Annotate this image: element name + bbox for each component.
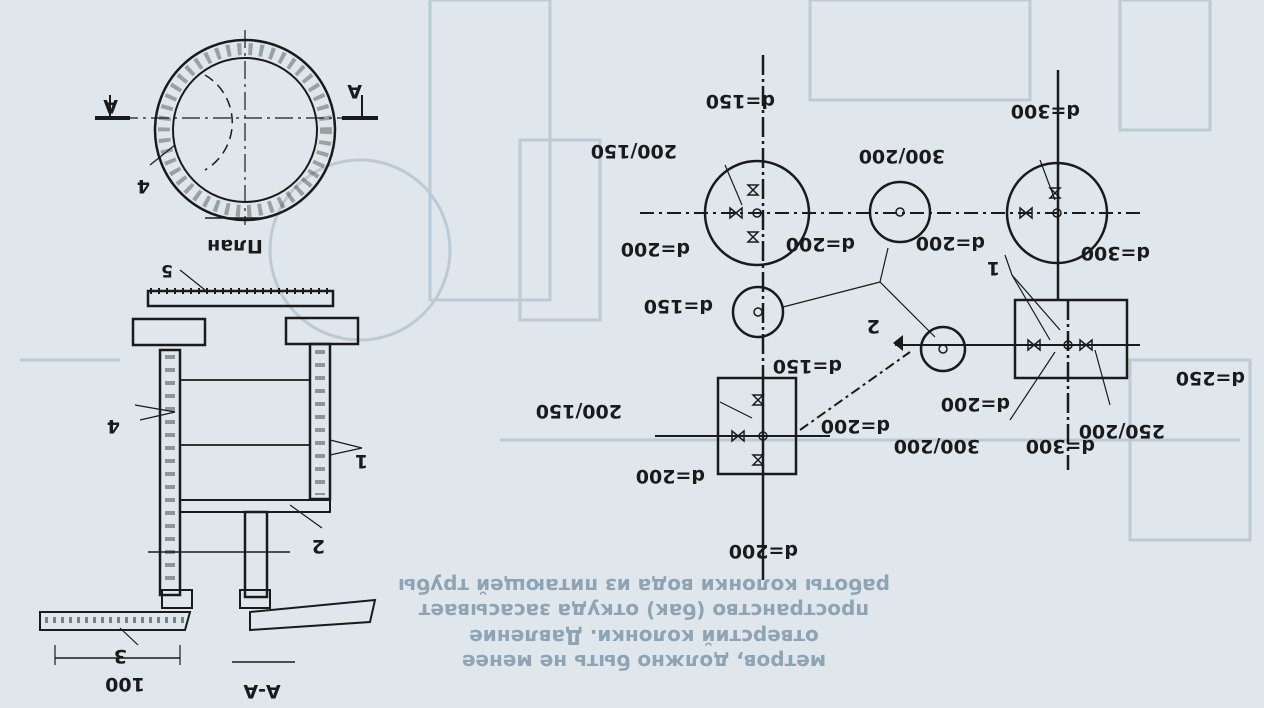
label-d250: d=250 <box>1176 367 1245 389</box>
footing-left <box>161 589 193 609</box>
label-d200-bottom: d=200 <box>729 540 798 562</box>
well-left-large <box>703 159 811 267</box>
label-250-200: 250/200 <box>1079 420 1165 442</box>
network-scheme: d=150 d=300 d=200 d=200 d=200 d=300 d=15… <box>536 55 1245 580</box>
callout-2-leader <box>289 504 323 529</box>
chamber-left <box>716 376 798 476</box>
riser-pipe <box>243 510 269 599</box>
section-callout-1: 1 <box>355 450 368 472</box>
label-300-200-bottom: 300/200 <box>894 435 980 457</box>
plan-view: А А 4 План <box>95 30 378 257</box>
background-text-line-1: метров, должно быть не менее <box>462 650 826 674</box>
bottom-slab <box>179 499 331 513</box>
background-text-line-3: пространство (бак) откуда засасывает <box>418 599 869 623</box>
label-d200-stacked: d=200 <box>941 393 1010 415</box>
callout-4-leader-b <box>139 411 176 421</box>
plan-wall-hatch <box>158 43 332 217</box>
chamber-right <box>1013 298 1129 380</box>
section-marker-left: А <box>103 95 118 117</box>
label-d150-middle: d=150 <box>773 355 842 377</box>
background-text-line-4: работы колонки вода из питающей трубы <box>398 574 890 598</box>
wall-right <box>308 342 332 501</box>
section-callout-4: 4 <box>107 415 120 437</box>
ground-left <box>39 611 192 631</box>
label-d150-top: d=150 <box>706 90 775 112</box>
dimension-text: 100 <box>105 673 145 695</box>
scheme-callout-2: 2 <box>867 315 880 337</box>
section-view: 5 4 1 2 3 100 <box>39 260 377 702</box>
label-d200-middle: d=200 <box>786 233 855 255</box>
section-callout-3: 3 <box>114 645 127 667</box>
background-text-line-2: отверстий колонки. Давление <box>469 625 819 649</box>
label-d150-left: d=150 <box>644 295 713 317</box>
plan-hidden-arc <box>204 74 233 171</box>
callout-4-leader-a <box>134 404 176 413</box>
well-right-large <box>1005 161 1109 265</box>
callout-1-leader-a <box>329 439 363 449</box>
well-left-small <box>731 285 785 339</box>
wall-left <box>158 348 182 597</box>
section-callout-2: 2 <box>312 535 325 557</box>
scheme-callout-1: 1 <box>987 257 1000 279</box>
callout-3-leader <box>119 627 139 646</box>
label-d200-left: d=200 <box>621 238 690 260</box>
label-d300-top: d=300 <box>1011 100 1080 122</box>
label-200-150-top: 200/150 <box>591 140 677 162</box>
background-ghost <box>20 0 1252 542</box>
flow-arrow-marker <box>893 335 903 351</box>
label-d200-diagonal: d=200 <box>821 415 890 437</box>
plan-callout-4: 4 <box>137 175 150 197</box>
label-d200-right: d=200 <box>916 232 985 254</box>
callout-1-leader-b <box>329 447 363 456</box>
section-title: А-А <box>243 680 281 702</box>
pipe-diagonal <box>799 351 911 431</box>
cover-slab <box>146 289 335 308</box>
background-text: метров, должно быть не менее отверстий к… <box>398 574 890 674</box>
valve-symbols <box>729 184 1093 466</box>
well-middle <box>868 180 932 244</box>
section-callout-5: 5 <box>161 260 173 280</box>
label-d200-chamber: d=200 <box>636 465 705 487</box>
plan-callout-leader <box>149 144 176 166</box>
footing-right <box>239 589 271 609</box>
callout-5-leader <box>179 269 206 291</box>
label-d300-side: d=300 <box>1081 242 1150 264</box>
pipe-stub-left <box>131 317 207 347</box>
plan-title: План <box>207 235 263 257</box>
label-d300-bottom: d=300 <box>1026 435 1095 457</box>
label-200-150-bottom: 200/150 <box>536 400 622 422</box>
ground-right <box>249 598 377 632</box>
label-300-200-top: 300/200 <box>859 145 945 167</box>
section-marker-right: А <box>347 80 362 102</box>
well-center-small <box>919 325 967 373</box>
callout-leaders <box>719 159 1111 421</box>
